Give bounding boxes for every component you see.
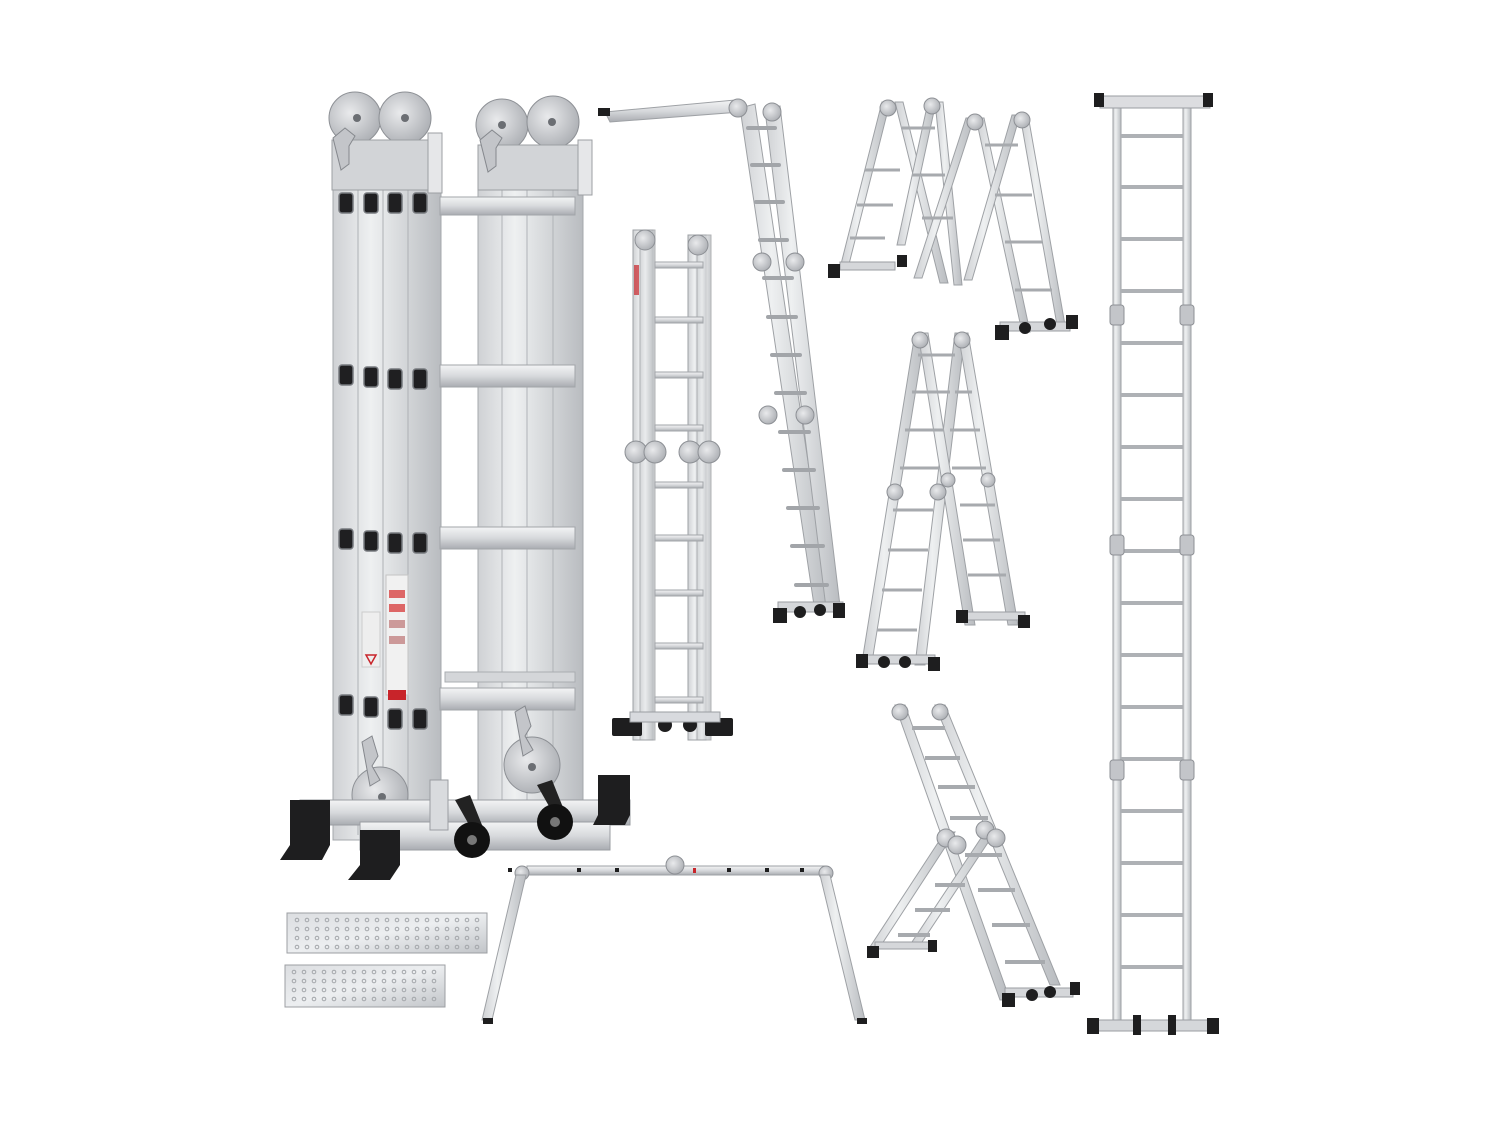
stair-ladder — [867, 703, 1080, 1007]
folded-rungs — [439, 196, 576, 711]
scaffold-plates — [284, 912, 488, 1008]
straight-ladder-two-section — [612, 229, 733, 741]
scaffold-lean-ladder — [598, 98, 845, 623]
work-platform — [481, 855, 867, 1024]
m-shape-ladder — [828, 97, 1078, 340]
wheels — [454, 780, 573, 858]
folded-ladder — [280, 91, 631, 880]
a-frame-ladder — [856, 331, 1030, 671]
safety-label — [361, 574, 409, 700]
rubber-feet — [280, 775, 630, 880]
rail-lock-holes — [338, 192, 428, 730]
extension-ladder — [1087, 93, 1219, 1035]
hinge-discs-top — [328, 91, 593, 196]
